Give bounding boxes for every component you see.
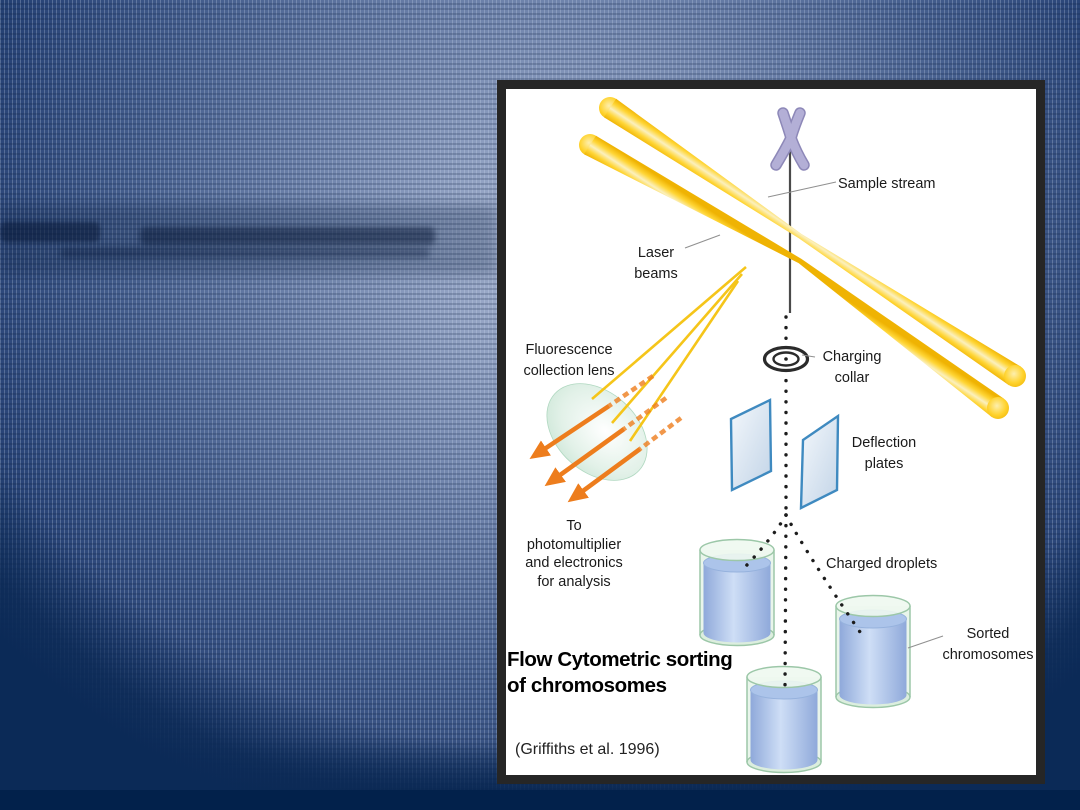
- collection-beaker-center: [746, 665, 822, 774]
- flow-cytometry-diagram: [529, 97, 1026, 774]
- label-charged-droplets: Charged droplets: [826, 556, 938, 572]
- figure-panel: Sample stream Laser beams Fluorescence c…: [497, 80, 1045, 784]
- chromosome-icon: [770, 107, 810, 171]
- charged-droplet-trails: [744, 513, 862, 689]
- collection-beaker-right: [835, 594, 911, 709]
- laser-beam-icon: [579, 134, 1009, 419]
- label-sample-stream: Sample stream: [838, 176, 936, 192]
- fluorescence-rays-icon: [591, 266, 747, 442]
- laser-beam-icon: [599, 97, 1026, 387]
- deflection-plate-icon: [729, 398, 840, 510]
- label-laser-beams: Laser beams: [634, 245, 678, 282]
- charging-collar-icon: [759, 344, 813, 374]
- label-sorted-chromosomes: Sorted chromosomes: [942, 626, 1034, 663]
- fluorescence-arrow-icon: [529, 374, 683, 503]
- background-bottom-band: [0, 790, 1080, 810]
- figure-canvas: Sample stream Laser beams Fluorescence c…: [506, 89, 1036, 775]
- collection-beaker-left: [699, 538, 775, 647]
- label-deflection-plates: Deflection plates: [851, 435, 917, 472]
- figure-title: Flow Cytometric sorting of chromosomes: [507, 648, 733, 697]
- label-charging-collar: Charging collar: [822, 349, 882, 386]
- label-photomultiplier: To photomultiplier and electronics for a…: [525, 518, 623, 590]
- fluorescence-lens-icon: [546, 383, 648, 481]
- figure-citation: (Griffiths et al. 1996): [515, 741, 660, 758]
- label-fluorescence-lens: Fluorescence collection lens: [523, 342, 615, 379]
- label-leader-lines: [684, 181, 944, 649]
